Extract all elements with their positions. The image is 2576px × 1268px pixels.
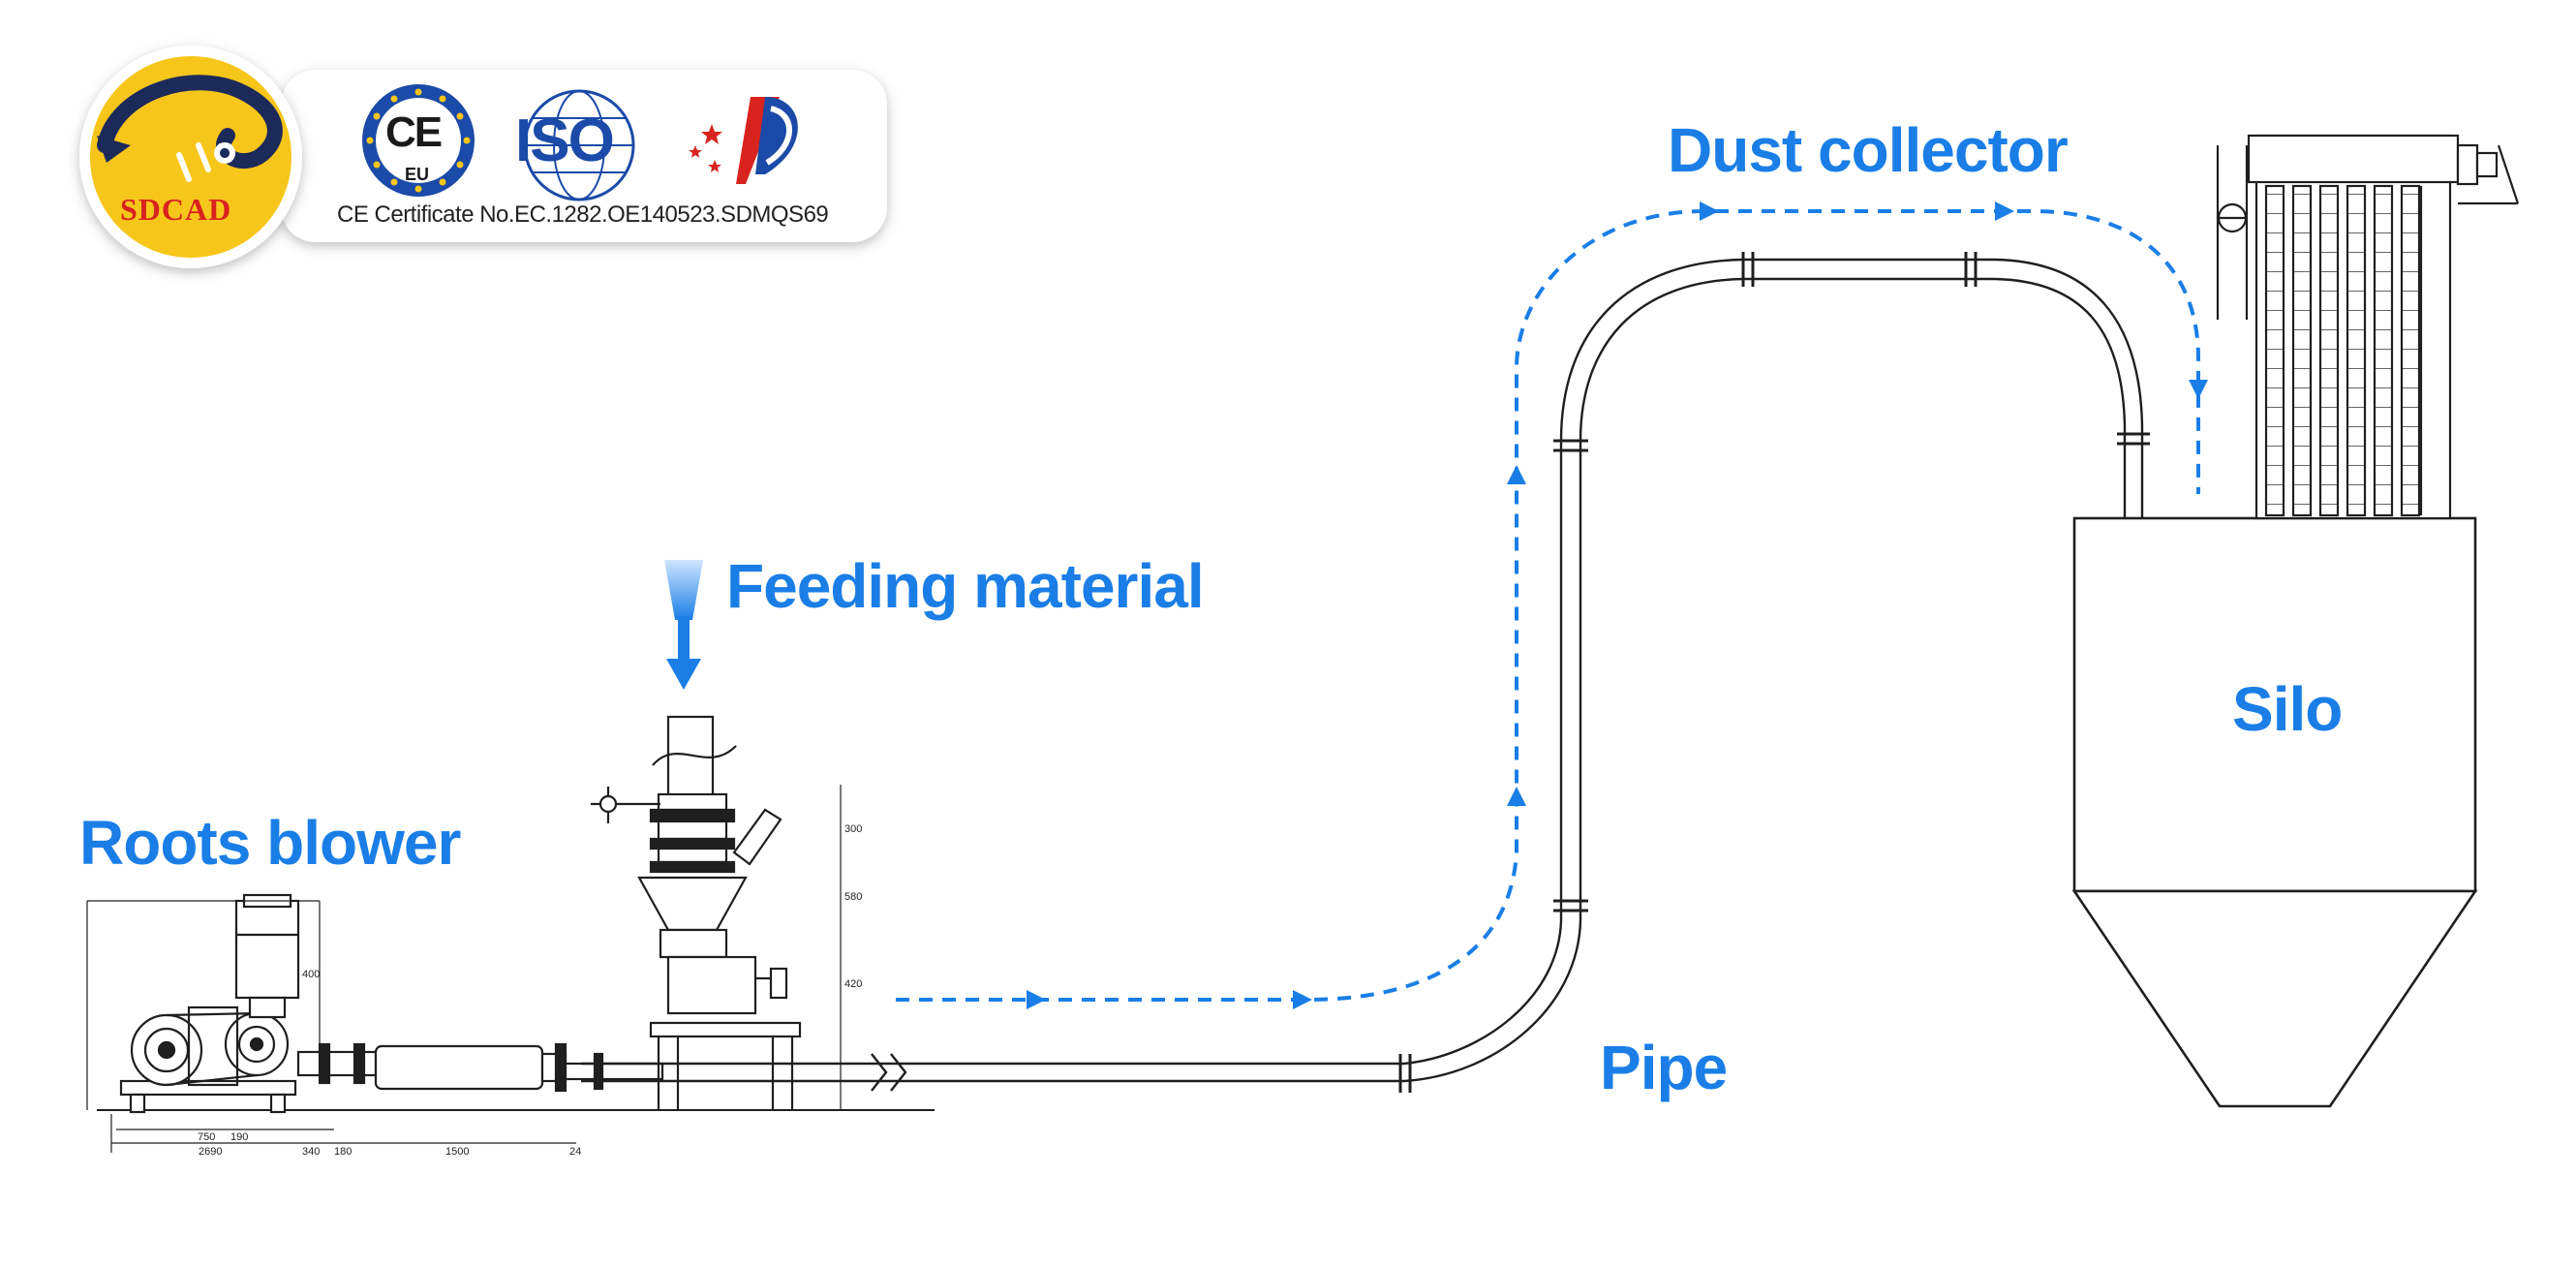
iso-globe-icon: [523, 89, 635, 201]
arrow-right-icon: [1293, 990, 1312, 1009]
label-silo: Silo: [2232, 674, 2343, 744]
ce-badge-icon: [362, 84, 475, 197]
iso-mark: ISO: [515, 108, 615, 174]
certificate-number: CE Certificate No.EC.1282.OE140523.SDMQS…: [337, 201, 829, 228]
silo-drawing: [2071, 516, 2478, 1108]
dimension-label: 750: [198, 1131, 216, 1143]
dimension-label: 190: [230, 1131, 249, 1143]
dimension-label: 400: [302, 969, 321, 980]
quality-mark-icon: [689, 97, 798, 184]
arrow-down-icon: [2189, 380, 2208, 399]
eu-mark: EU: [405, 165, 430, 184]
dimension-label: 24: [569, 1146, 582, 1158]
brand-name: SDCAD: [120, 192, 232, 227]
arrow-right-icon: [1027, 990, 1046, 1009]
dust-collector-drawing: [2216, 134, 2520, 520]
arrow-right-icon: [1700, 201, 1719, 221]
arrow-up-icon: [1507, 465, 1526, 484]
dimension-label: 300: [844, 823, 863, 835]
dimension-label: 2690: [199, 1146, 223, 1158]
label-dust-collector: Dust collector: [1668, 115, 2069, 185]
brand-banner: [79, 46, 887, 268]
roots-blower-drawing: [86, 893, 664, 1153]
feed-arrow-icon: [664, 560, 703, 690]
dimension-label: 180: [334, 1146, 353, 1158]
dimension-label: 1500: [445, 1146, 470, 1158]
arrow-right-icon: [1995, 201, 2014, 221]
flow-arrowheads: [1027, 201, 2208, 1009]
label-roots-blower: Roots blower: [79, 808, 461, 878]
logo-mark-icon: [97, 75, 283, 170]
dimension-label: 340: [302, 1146, 321, 1158]
feeder-drawing: [591, 715, 842, 1110]
ce-mark: CE: [385, 108, 443, 156]
airflow-path: [896, 209, 2200, 1002]
dimension-label: 420: [844, 978, 863, 990]
label-feeding-material: Feeding material: [726, 551, 1205, 621]
conveying-pipe: [581, 252, 2150, 1093]
dimension-label: 580: [844, 891, 863, 903]
label-pipe: Pipe: [1600, 1033, 1728, 1102]
arrow-up-icon: [1507, 787, 1526, 806]
